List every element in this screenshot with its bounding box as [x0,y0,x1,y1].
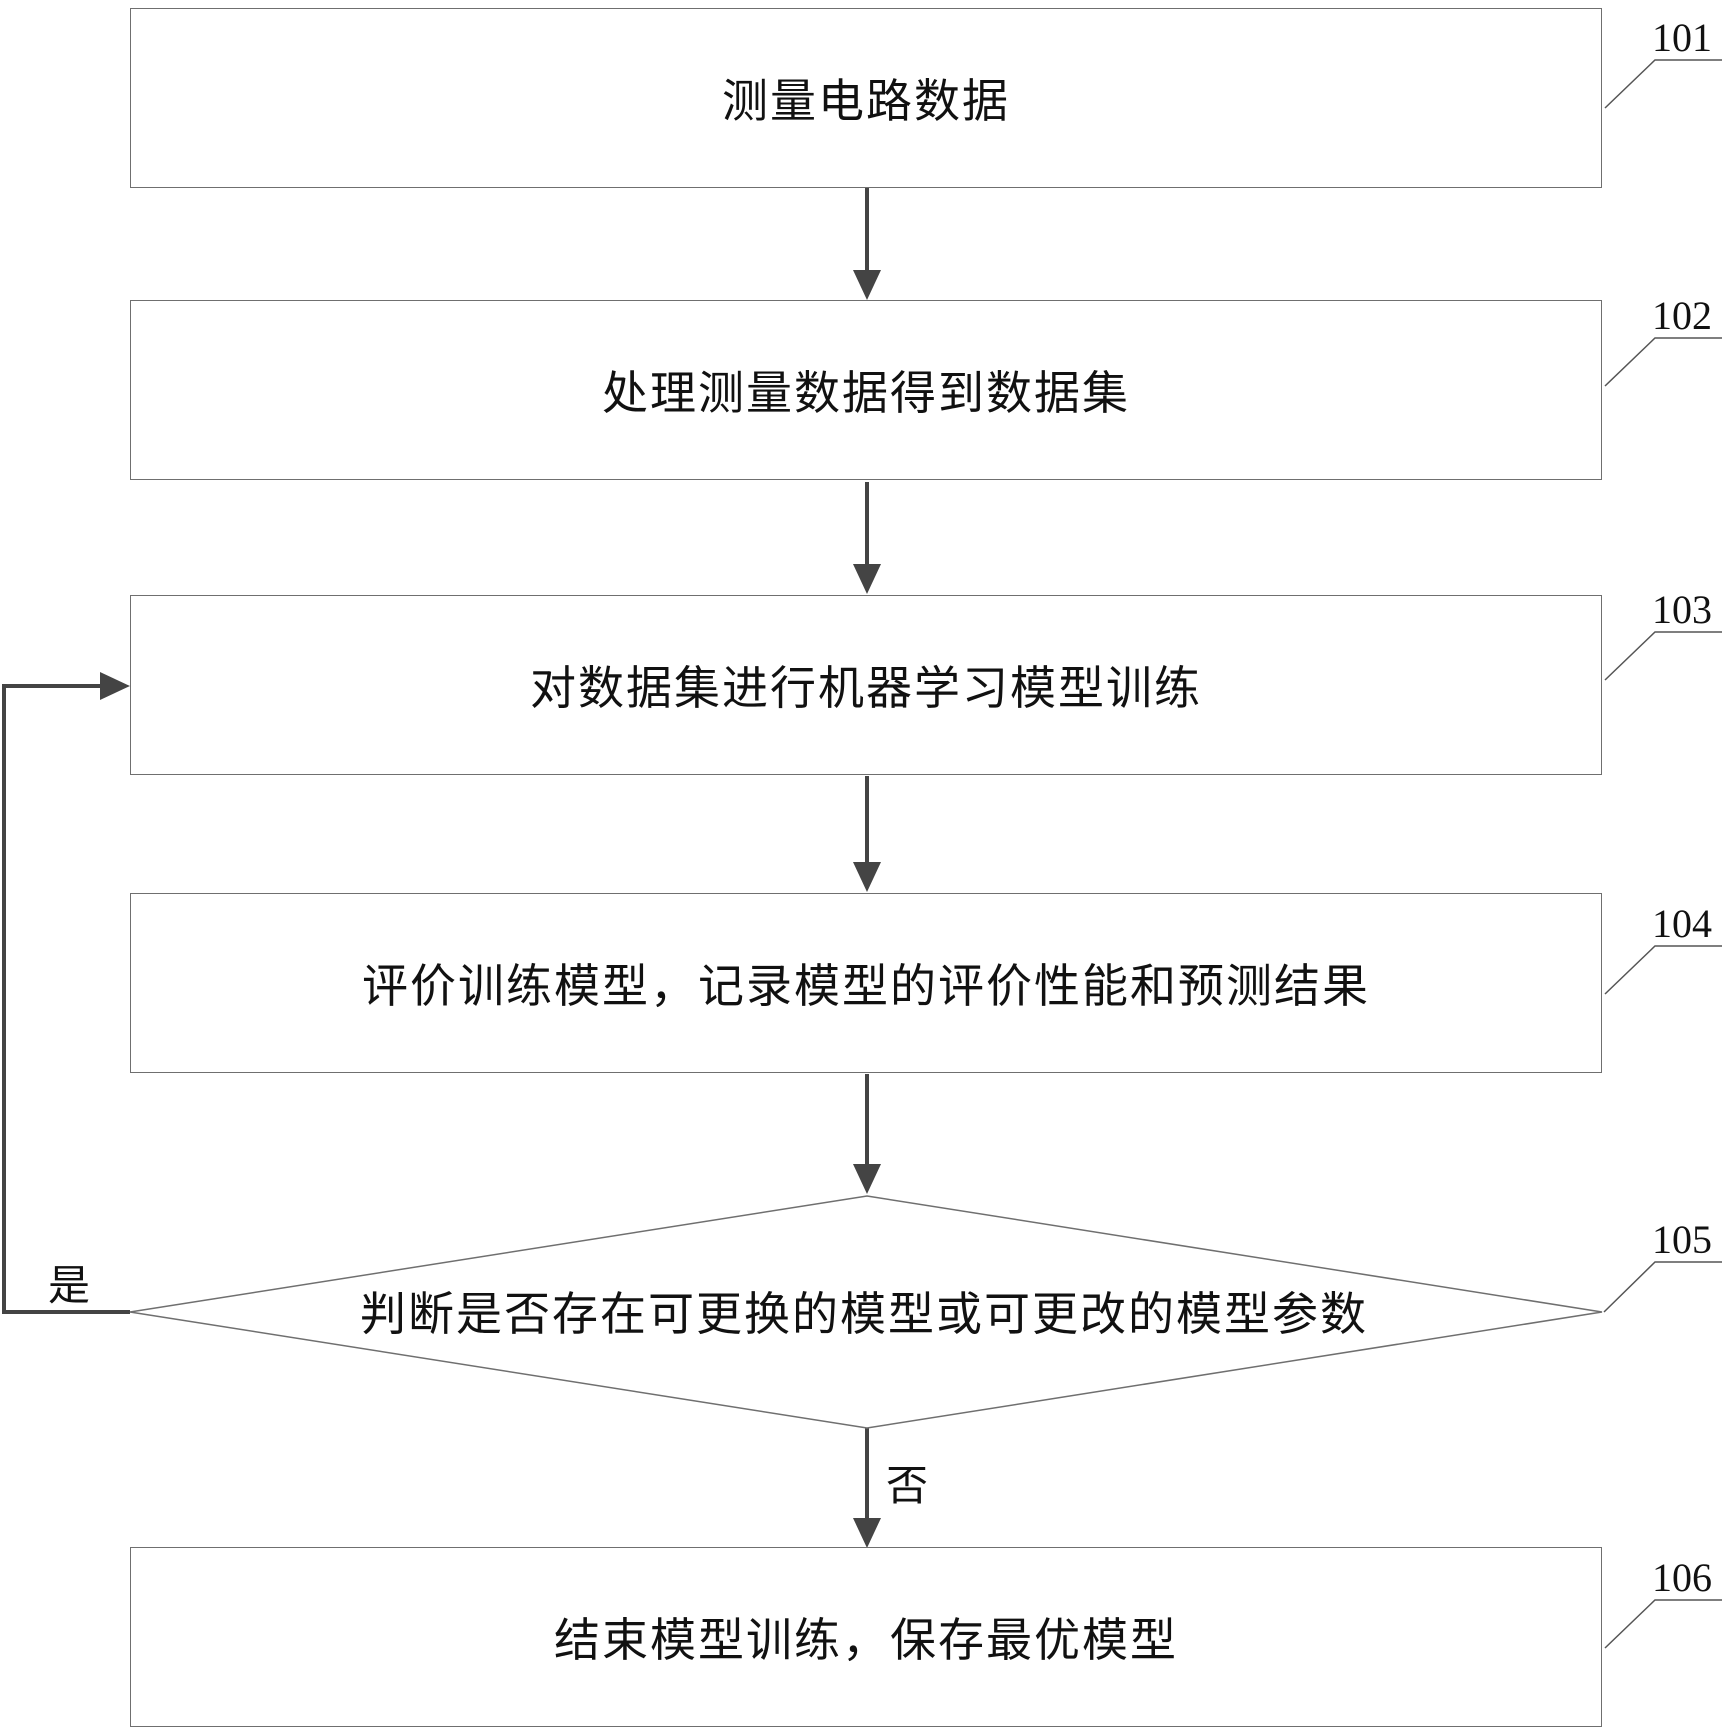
ref-number-102: 102 [1652,293,1712,338]
ref-leader-104 [1604,945,1722,995]
decision-105-text: 判断是否存在可更换的模型或可更改的模型参数 [360,1287,1368,1341]
step-104-text: 评价训练模型，记录模型的评价性能和预测结果 [362,959,1370,1013]
step-106-text: 结束模型训练，保存最优模型 [554,1613,1178,1667]
arrowhead-104 [853,862,881,892]
arrowhead-106 [853,1518,881,1548]
ref-leader-106 [1604,1599,1722,1649]
decision-diamond [129,1195,1603,1429]
arrowhead-105 [853,1164,881,1194]
ref-number-106: 106 [1652,1555,1712,1600]
ref-leader-102 [1604,337,1722,387]
step-103-text: 对数据集进行机器学习模型训练 [530,661,1202,715]
branch-no-label: 否 [886,1461,929,1510]
arrow-yes-loop [2,684,130,1314]
arrowhead-loop [100,672,130,700]
step-102-box: 处理测量数据得到数据集 [130,300,1602,480]
arrowhead-102 [853,270,881,300]
ref-number-105: 105 [1652,1217,1712,1262]
step-103-box: 对数据集进行机器学习模型训练 [130,595,1602,775]
ref-number-101: 101 [1652,15,1712,60]
step-106-box: 结束模型训练，保存最优模型 [130,1547,1602,1727]
step-101-text: 测量电路数据 [722,74,1010,128]
arrowhead-103 [853,564,881,594]
ref-number-104: 104 [1652,901,1712,946]
step-101-box: 测量电路数据 [130,8,1602,188]
ref-number-103: 103 [1652,587,1712,632]
ref-leader-101 [1604,59,1722,109]
branch-yes-label: 是 [48,1261,91,1310]
ref-leader-103 [1604,631,1722,681]
step-102-text: 处理测量数据得到数据集 [602,366,1130,420]
step-104-box: 评价训练模型，记录模型的评价性能和预测结果 [130,893,1602,1073]
ref-leader-105 [1603,1261,1722,1313]
